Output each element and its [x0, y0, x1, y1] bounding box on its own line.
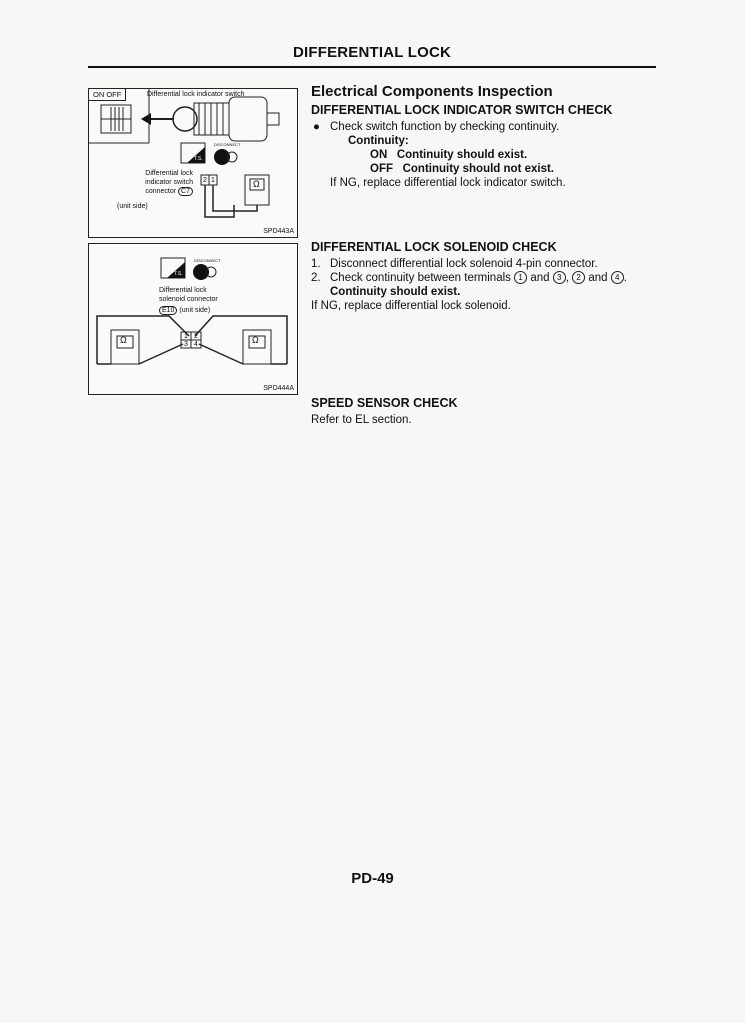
connector-code: E10 — [159, 306, 178, 315]
pin-3: 3 — [184, 341, 188, 348]
pin-1: 1 — [184, 333, 188, 340]
solenoid-connector-label: Differential lock solenoid connector — [159, 287, 218, 303]
figure-solenoid: DISCONNECT T.S. Differential lock soleno… — [88, 243, 298, 395]
disconnect-label: DISCONNECT — [194, 258, 221, 263]
pin-4: 4 — [194, 341, 198, 348]
bullet-item: ● Check switch function by checking cont… — [313, 121, 560, 133]
page-number: PD-49 — [351, 870, 394, 887]
switch-check-title: DIFFERENTIAL LOCK INDICATOR SWITCH CHECK — [311, 103, 613, 117]
continuity-result: Continuity should exist. — [330, 286, 461, 298]
speed-sensor-title: SPEED SENSOR CHECK — [311, 396, 458, 410]
step-1: 1. Disconnect differential lock solenoid… — [311, 258, 598, 270]
continuity-label: Continuity: — [348, 135, 409, 147]
figure-indicator-switch: ON OFF Differential lock indicator switc… — [88, 88, 298, 238]
header-rule — [88, 66, 656, 68]
ng-text: If NG, replace differential lock indicat… — [330, 177, 566, 189]
unit-side-label: E10 (unit side) — [159, 306, 210, 315]
ts-label: T.S. — [174, 271, 183, 277]
bullet-icon: ● — [313, 121, 320, 133]
section-title: Electrical Components Inspection — [311, 83, 553, 100]
switch-diagram — [89, 89, 280, 218]
speed-sensor-section: SPEED SENSOR CHECK Refer to EL section. — [311, 396, 656, 427]
off-row: OFF Continuity should not exist. — [370, 163, 555, 175]
page-header: DIFFERENTIAL LOCK — [292, 44, 452, 61]
solenoid-check-section: DIFFERENTIAL LOCK SOLENOID CHECK 1. Disc… — [311, 240, 656, 313]
step-2: 2. Check continuity between terminals 1 … — [311, 271, 627, 285]
solenoid-diagram — [96, 257, 288, 365]
ohm-icon: Ω — [120, 335, 127, 345]
figure-code: SPD444A — [263, 385, 294, 392]
ng-text: If NG, replace differential lock solenoi… — [311, 300, 511, 312]
speed-sensor-text: Refer to EL section. — [311, 414, 412, 426]
figure-code: SPD443A — [263, 228, 294, 235]
connector-label: Differential lock indicator switch conne… — [145, 170, 193, 196]
disconnect-label: DISCONNECT — [214, 142, 241, 147]
pin-2: 2 — [203, 177, 207, 184]
unit-side-label: (unit side) — [117, 203, 148, 210]
ohm-icon: Ω — [253, 179, 260, 189]
on-off-label: ON OFF — [89, 89, 127, 101]
ohm-icon: Ω — [252, 335, 259, 345]
switch-check-section: Electrical Components Inspection DIFFERE… — [311, 83, 656, 190]
switch-label: Differential lock indicator switch — [147, 91, 245, 98]
pin-1: 1 — [211, 177, 215, 184]
on-row: ON Continuity should exist. — [370, 149, 528, 161]
pin-2: 2 — [194, 333, 198, 340]
solenoid-check-title: DIFFERENTIAL LOCK SOLENOID CHECK — [311, 240, 557, 254]
ts-label: T.S. — [194, 156, 203, 162]
connector-code: C7 — [178, 187, 193, 196]
